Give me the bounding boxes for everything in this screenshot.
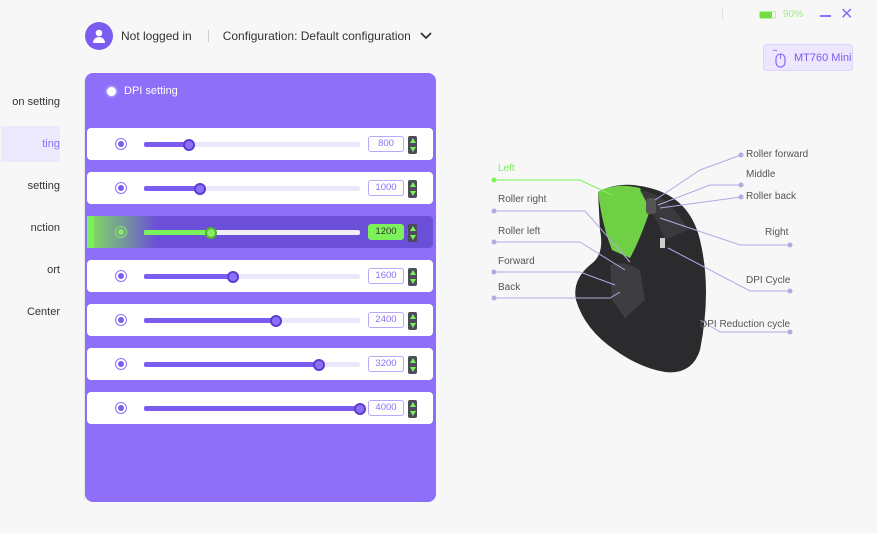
slider-fill: [144, 186, 201, 191]
dpi-row[interactable]: 1200: [87, 216, 433, 248]
dpi-value-input[interactable]: 1200: [368, 224, 404, 240]
button-forward-label[interactable]: Forward: [498, 256, 535, 267]
dpi-row[interactable]: 1600: [87, 260, 433, 292]
header-separator: [207, 30, 209, 42]
dpi-slider[interactable]: [144, 402, 366, 415]
dpi-value-input[interactable]: 1600: [368, 268, 404, 284]
dpi-value-input[interactable]: 1000: [368, 180, 404, 196]
dpi-row[interactable]: 2400: [87, 304, 433, 336]
dpi-radio[interactable]: [115, 314, 127, 326]
button-roller-forward-label[interactable]: Roller forward: [746, 149, 809, 160]
dpi-value-input[interactable]: 4000: [368, 400, 404, 416]
dpi-radio[interactable]: [115, 138, 127, 150]
device-name: MT760 Mini: [794, 51, 852, 64]
mouse-image: [575, 184, 706, 373]
slider-fill: [144, 230, 211, 235]
chevron-down-icon[interactable]: [420, 32, 432, 40]
dpi-slider[interactable]: [144, 314, 360, 327]
slider-handle[interactable]: [354, 402, 366, 415]
dpi-slider[interactable]: [144, 358, 360, 371]
configuration-select[interactable]: Configuration: Default configuration: [222, 29, 411, 43]
button-roller-back-label[interactable]: Roller back: [746, 191, 797, 202]
slider-handle[interactable]: [194, 182, 207, 195]
sidebar-item-center[interactable]: Center: [26, 306, 60, 318]
dpi-radio[interactable]: [115, 226, 127, 238]
dpi-value-input[interactable]: 800: [368, 136, 404, 152]
slider-fill: [144, 406, 360, 411]
slider-handle[interactable]: [312, 358, 325, 371]
button-middle-label[interactable]: Middle: [746, 169, 776, 180]
window-controls: 90% ✕: [722, 6, 877, 23]
slider-handle[interactable]: [269, 314, 282, 327]
sidebar-divider: [84, 80, 85, 500]
dpi-row[interactable]: 1000: [87, 172, 433, 204]
dpi-stepper[interactable]: [408, 180, 417, 198]
dpi-stepper[interactable]: [408, 356, 417, 374]
user-bar: Not logged in Configuration: Default con…: [85, 22, 432, 50]
active-indicator: [87, 216, 94, 248]
button-right-label[interactable]: Right: [765, 227, 789, 238]
slider-fill: [144, 318, 276, 323]
close-button[interactable]: ✕: [840, 6, 854, 23]
slider-fill: [144, 274, 233, 279]
dpi-radio[interactable]: [115, 270, 127, 282]
slider-handle[interactable]: [226, 270, 239, 283]
sidebar-item-button-setting[interactable]: on setting: [12, 96, 60, 108]
slider-handle[interactable]: [204, 226, 217, 239]
dpi-panel: DPI setting 800 1000 1200 1600 2400 3200…: [85, 73, 436, 502]
dpi-stepper[interactable]: [408, 224, 417, 242]
battery-level: 90%: [783, 9, 804, 20]
dpi-stepper[interactable]: [408, 268, 417, 286]
minimize-button[interactable]: [820, 15, 831, 17]
dpi-row[interactable]: 800: [87, 128, 433, 160]
dpi-stepper[interactable]: [408, 312, 417, 330]
dpi-slider[interactable]: [144, 138, 360, 151]
dpi-radio[interactable]: [115, 402, 127, 414]
button-roller-right-label[interactable]: Roller right: [498, 194, 547, 205]
dpi-value-input[interactable]: 2400: [368, 312, 404, 328]
dpi-title[interactable]: DPI setting: [107, 85, 178, 97]
login-status[interactable]: Not logged in: [121, 29, 192, 43]
sidebar-item-report[interactable]: ort: [47, 264, 60, 276]
battery-icon: [759, 11, 776, 19]
wireless-mouse-icon: [772, 49, 786, 68]
button-dpi-reduction-label[interactable]: DPI Reduction cycle: [700, 319, 791, 330]
dpi-slider[interactable]: [144, 270, 360, 283]
avatar[interactable]: [85, 22, 113, 50]
dpi-stepper[interactable]: [408, 136, 417, 154]
dpi-row[interactable]: 3200: [87, 348, 433, 380]
dpi-radio[interactable]: [115, 358, 127, 370]
dpi-slider[interactable]: [144, 226, 360, 239]
sidebar-item-function[interactable]: nction: [30, 222, 60, 234]
dpi-row[interactable]: 4000: [87, 392, 433, 424]
dpi-stepper[interactable]: [408, 400, 417, 418]
sidebar-item-other-setting[interactable]: setting: [27, 180, 60, 192]
slider-fill: [144, 142, 190, 147]
divider: [722, 9, 723, 19]
button-dpi-cycle-label[interactable]: DPI Cycle: [746, 275, 791, 286]
button-roller-left-label[interactable]: Roller left: [498, 226, 541, 237]
slider-handle[interactable]: [183, 138, 196, 151]
button-back-label[interactable]: Back: [498, 282, 521, 293]
sidebar: on setting ting setting nction ort Cente…: [0, 80, 60, 340]
toggle-dot-icon: [107, 86, 116, 96]
user-icon: [93, 29, 105, 43]
dpi-slider[interactable]: [144, 182, 360, 195]
button-left-label[interactable]: Left: [498, 163, 515, 174]
sidebar-item-dpi-setting[interactable]: ting: [1, 126, 60, 162]
dpi-radio[interactable]: [115, 182, 127, 194]
device-badge[interactable]: MT760 Mini: [763, 44, 853, 71]
dpi-value-input[interactable]: 3200: [368, 356, 404, 372]
slider-fill: [144, 362, 319, 367]
